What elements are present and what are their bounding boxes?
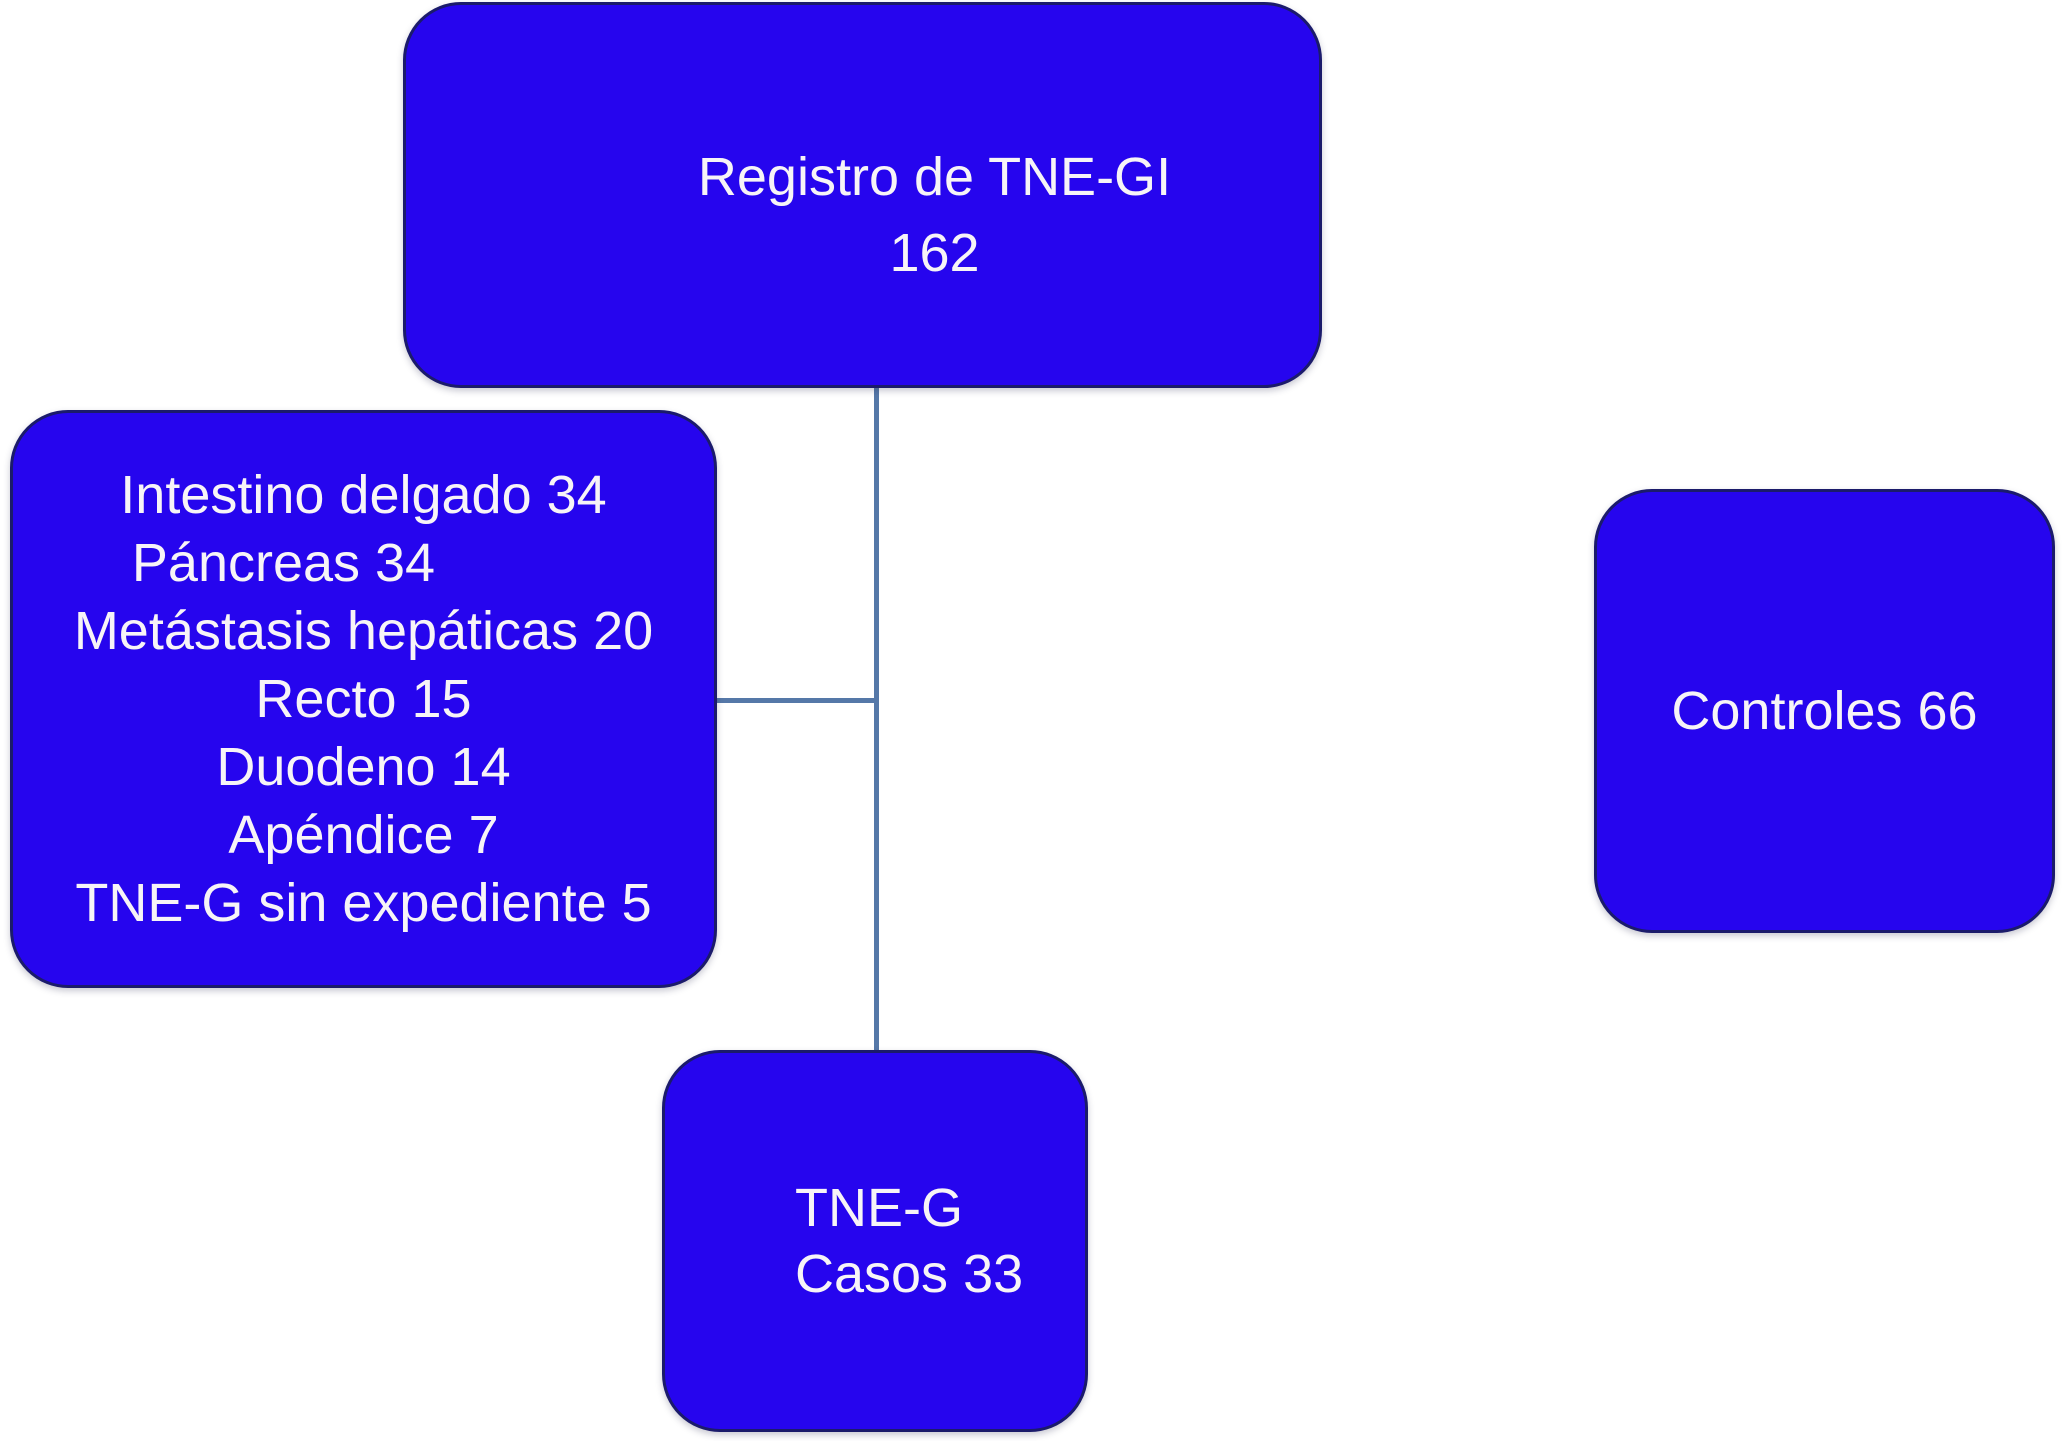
node-registro-tne-gi: Registro de TNE-GI 162	[403, 2, 1322, 388]
excluded-site-intestino-delgado: Intestino delgado 34	[120, 465, 607, 525]
connector-horizontal-line	[715, 698, 879, 703]
node-controles-label: Controles 66	[1671, 681, 1978, 741]
node-casos-count: Casos 33	[795, 1244, 1024, 1304]
node-controles: Controles 66	[1594, 489, 2055, 933]
node-registro-title: Registro de TNE-GI	[697, 147, 1172, 207]
excluded-site-pancreas: Páncreas 34	[131, 533, 436, 593]
excluded-site-recto: Recto 15	[255, 669, 472, 729]
node-casos-title: TNE-G	[795, 1178, 963, 1238]
node-excluded-sites-list: Intestino delgado 34 Páncreas 34 Metásta…	[10, 410, 717, 988]
excluded-site-metastasis-hepaticas: Metástasis hepáticas 20	[73, 601, 654, 661]
excluded-site-apendice: Apéndice 7	[228, 805, 499, 865]
node-tne-g-casos: TNE-G Casos 33	[662, 1050, 1088, 1432]
connector-vertical-line	[874, 388, 879, 1052]
node-registro-count: 162	[889, 223, 980, 283]
excluded-site-duodeno: Duodeno 14	[216, 737, 511, 797]
excluded-site-tne-g-sin-expediente: TNE-G sin expediente 5	[75, 873, 652, 933]
